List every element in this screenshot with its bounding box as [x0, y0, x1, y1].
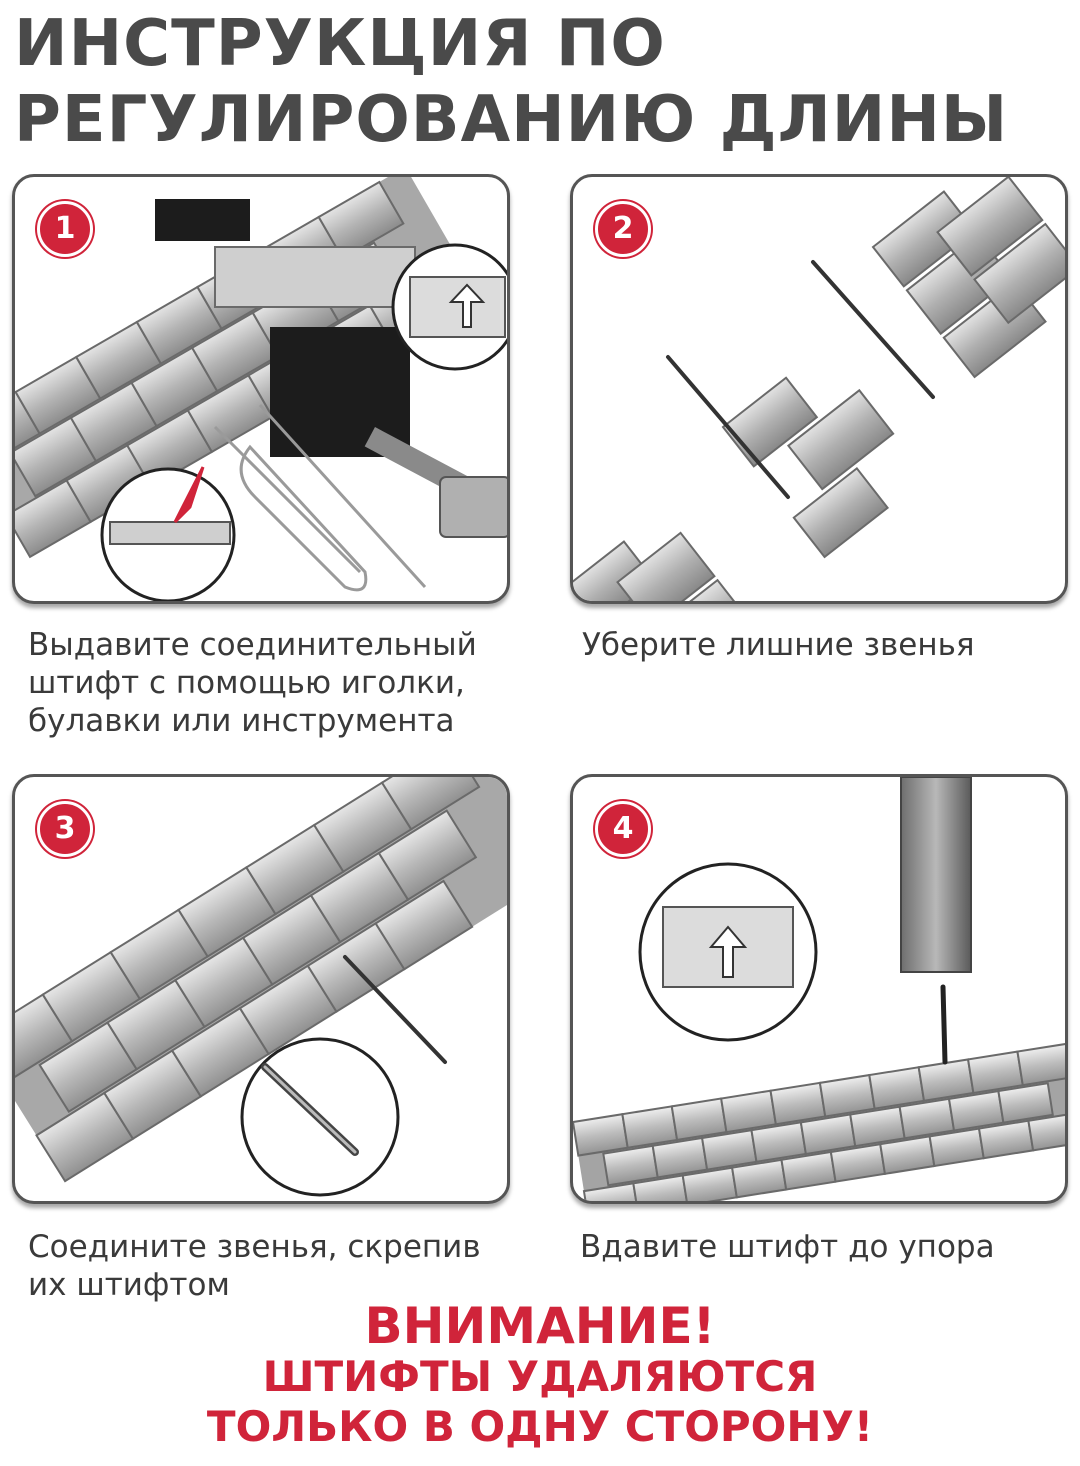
- red-arrow-icon: [173, 466, 205, 524]
- zoom-circle-pin: [240, 1037, 400, 1197]
- pin-tool-illustration: [155, 199, 507, 538]
- step-1-caption: Выдавите соединительный штифт с помощью …: [28, 626, 548, 740]
- step-3-illustration: [15, 777, 507, 1197]
- step-4-panel: 4: [570, 774, 1068, 1204]
- zoom-circle-arrow: [638, 862, 818, 1042]
- needle-illustration: [213, 403, 427, 592]
- caption-line: Выдавите соединительный: [28, 627, 477, 663]
- step-2-illustration: [573, 177, 1065, 601]
- page-title: ИНСТРУКЦИЯ ПО РЕГУЛИРОВАНИЮ ДЛИНЫ: [14, 6, 1074, 158]
- step-4-badge: 4: [595, 801, 651, 857]
- watch-band-illustration: [573, 1040, 1065, 1201]
- warning-line-2: ШТИФТЫ УДАЛЯЮТСЯ: [262, 1352, 818, 1401]
- warning-line-3: ТОЛЬКО В ОДНУ СТОРОНУ!: [206, 1402, 874, 1451]
- step-3-panel: 3: [12, 774, 510, 1204]
- pin-illustration: [343, 955, 447, 1064]
- step-2-caption: Уберите лишние звенья: [582, 626, 1062, 664]
- zoom-circle-pin: [100, 466, 236, 601]
- caption-line: их штифтом: [28, 1267, 230, 1303]
- title-line-1: ИНСТРУКЦИЯ ПО: [14, 7, 666, 81]
- title-line-2: РЕГУЛИРОВАНИЮ ДЛИНЫ: [14, 83, 1009, 157]
- caption-line: Вдавите штифт до упора: [580, 1229, 995, 1265]
- warning-heading: ВНИМАНИЕ!: [364, 1297, 716, 1355]
- arrow-up-icon: [448, 283, 486, 328]
- arrow-up-icon: [708, 925, 748, 978]
- caption-line: Уберите лишние звенья: [582, 627, 975, 663]
- step-2-badge: 2: [595, 201, 651, 257]
- step-3-badge: 3: [37, 801, 93, 857]
- caption-line: Соедините звенья, скрепив: [28, 1229, 481, 1265]
- caption-line: булавки или инструмента: [28, 703, 455, 739]
- step-4-illustration: [573, 777, 1065, 1201]
- watch-band-illustration: [573, 531, 753, 601]
- step-1-panel: 1: [12, 174, 510, 604]
- zoom-circle-arrow: [391, 243, 507, 371]
- pin-illustration: [666, 260, 935, 499]
- pin-tool-illustration: [900, 777, 972, 1065]
- step-1-badge: 1: [37, 201, 93, 257]
- caption-line: штифт с помощью иголки,: [28, 665, 465, 701]
- step-1-illustration: [15, 177, 507, 601]
- step-4-caption: Вдавите штифт до упора: [580, 1228, 1060, 1266]
- step-3-caption: Соедините звенья, скрепив их штифтом: [28, 1228, 548, 1304]
- step-2-panel: 2: [570, 174, 1068, 604]
